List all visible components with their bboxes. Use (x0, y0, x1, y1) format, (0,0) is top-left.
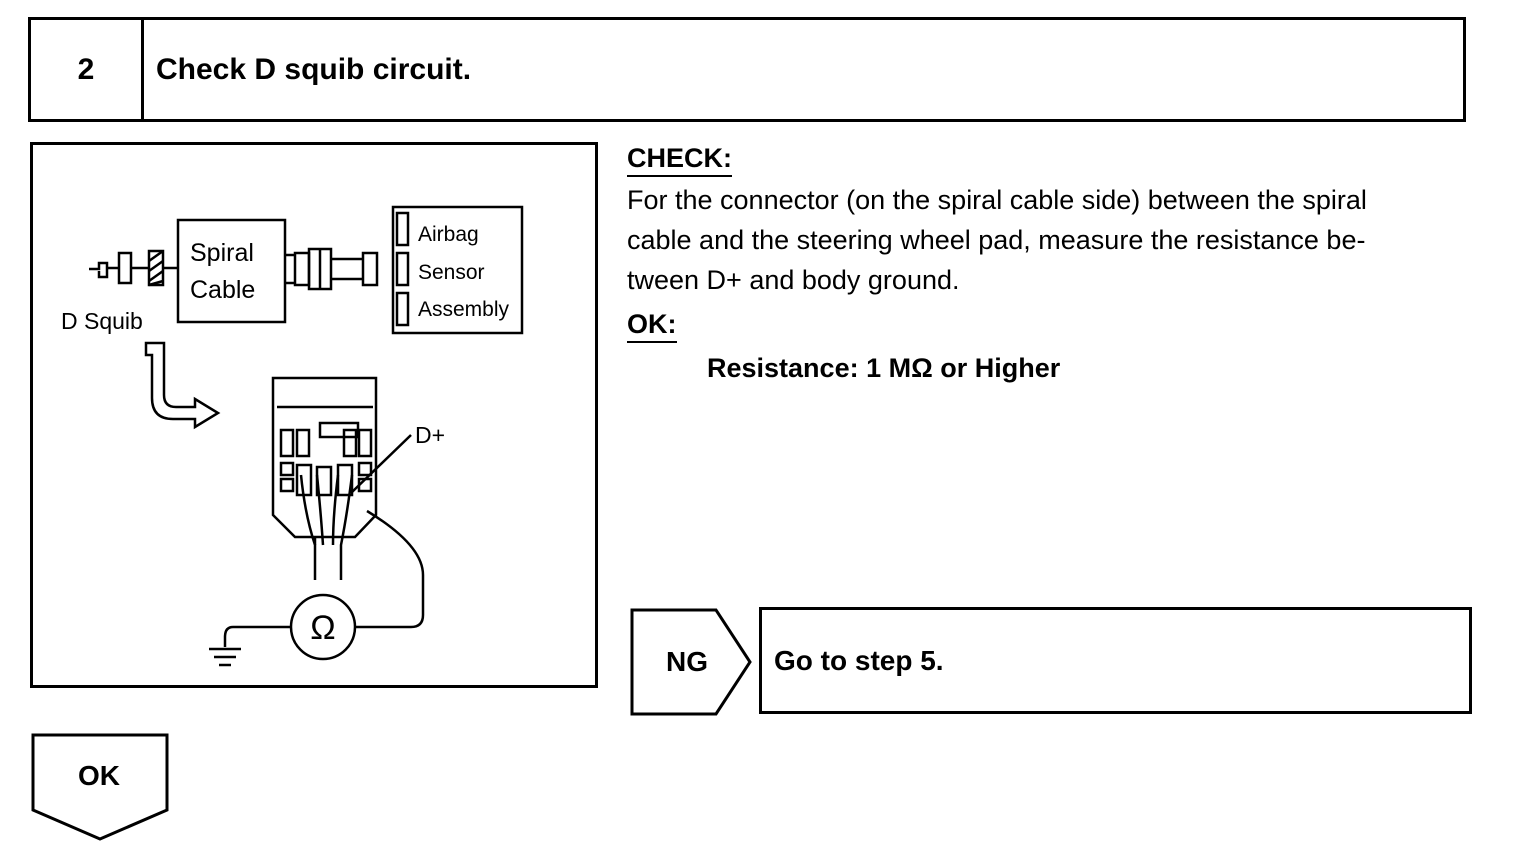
ng-label: NG (666, 646, 708, 677)
ohm-symbol: Ω (310, 609, 335, 647)
assembly-label: Assembly (418, 298, 510, 321)
sensor-label: Sensor (418, 261, 485, 284)
check-line-3: tween D+ and body ground. (627, 265, 960, 295)
resistance-spec: Resistance: 1 MΩ or Higher (707, 353, 1061, 383)
connector-icon (89, 249, 178, 287)
circuit-diagram: Spiral Cable Airbag Sensor Assembly D Sq… (30, 142, 598, 688)
airbag-sensor-box (391, 205, 524, 335)
connector-face (271, 376, 378, 580)
airbag-label: Airbag (418, 223, 479, 246)
d-squib-label: D Squib (61, 308, 143, 334)
ok-arrow-box (31, 733, 169, 841)
ng-action-box (759, 607, 1472, 714)
check-line-1: For the connector (on the spiral cable s… (627, 185, 1367, 215)
spiral-cable-box (176, 218, 287, 324)
ok-result-label: OK (78, 760, 120, 791)
spiral-cable-label-2: Cable (190, 276, 255, 304)
check-line-2: cable and the steering wheel pad, measur… (627, 225, 1366, 255)
step-header: 2 Check D squib circuit. (28, 17, 1466, 122)
check-heading: CHECK: (627, 142, 732, 177)
d-plus-label: D+ (415, 422, 445, 448)
ng-action-text: Go to step 5. (774, 644, 944, 676)
step-title: Check D squib circuit. (156, 52, 472, 86)
ground-icon (209, 647, 241, 667)
check-description: For the connector (on the spiral cable s… (627, 180, 1472, 300)
step-number: 2 (31, 20, 144, 119)
circuit-diagram-svg: Spiral Cable Airbag Sensor Assembly D Sq… (61, 205, 524, 667)
arrow-icon (144, 341, 221, 430)
check-block: CHECK: For the connector (on the spiral … (627, 138, 1472, 388)
spiral-cable-label: Spiral (190, 239, 254, 267)
ng-arrow-box (630, 608, 752, 716)
connector-icon (285, 247, 379, 291)
d-plus-leader (350, 434, 412, 494)
ok-heading: OK: (627, 308, 677, 343)
